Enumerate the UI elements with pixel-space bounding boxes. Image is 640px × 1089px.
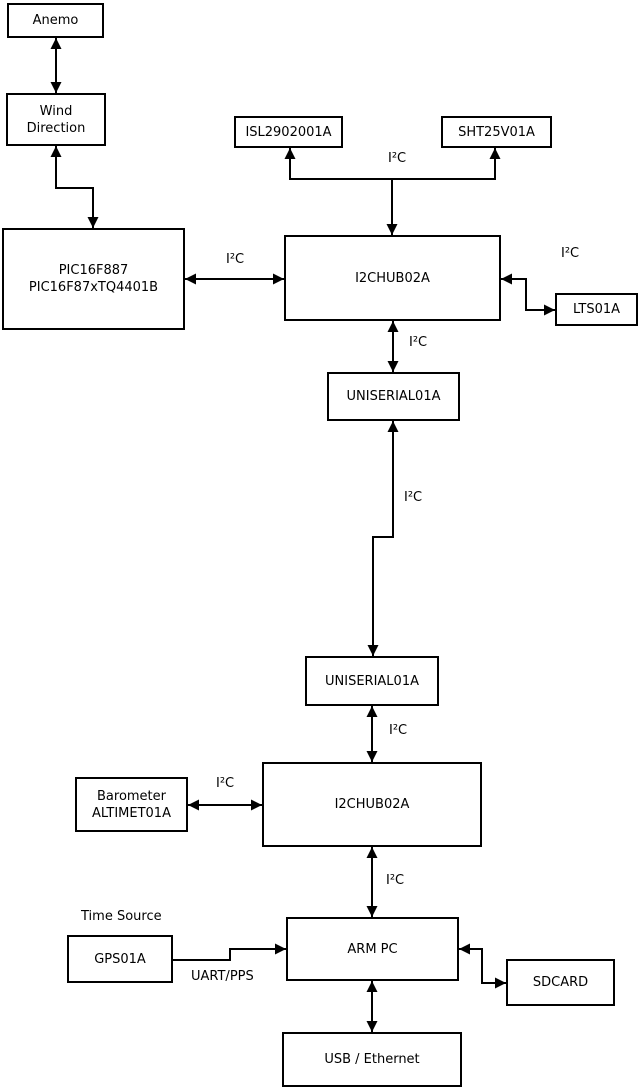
node-uniserial-bottom-label: UNISERIAL01A [325,673,419,689]
node-anemo-label: Anemo [32,13,79,28]
node-gps01a: GPS01A [67,935,173,983]
edge-label-i2c-pic-hub: I²C [226,252,245,267]
node-isl2902001a-label: ISL2902001A [245,124,332,140]
edge-label-uart-pps: UART/PPS [191,969,254,984]
node-i2chub-top: I2CHUB02A [284,235,501,321]
node-sdcard: SDCARD [506,959,615,1006]
node-barometer: Barometer ALTIMET01A [75,777,188,832]
node-arm-pc-label: ARM PC [347,941,398,957]
node-gps01a-label: GPS01A [94,951,146,967]
node-sdcard-label: SDCARD [532,975,589,990]
edge-label-i2c-bus-isl-sht: I²C [388,151,407,166]
node-sht25v01a: SHT25V01A [441,116,552,148]
node-uniserial-bottom: UNISERIAL01A [305,656,439,706]
node-lts01a-label: LTS01A [572,302,621,317]
edge-wind-direction-pic [50,146,99,228]
node-wind-direction-label: Wind Direction [26,103,86,136]
edge-label-i2c-hub-lts: I²C [561,246,580,261]
node-usb-ethernet: USB / Ethernet [282,1032,462,1087]
annotation-time-source: Time Source [81,909,162,924]
node-i2chub-top-label: I2CHUB02A [355,270,430,286]
node-arm-pc: ARM PC [286,917,459,981]
edge-i2chub-top-lts [501,273,555,316]
node-isl2902001a: ISL2902001A [234,116,343,148]
node-uniserial-top: UNISERIAL01A [327,372,460,421]
node-usb-ethernet-label: USB / Ethernet [324,1052,420,1067]
node-i2chub-bottom: I2CHUB02A [262,762,482,847]
node-wind-direction: Wind Direction [6,93,106,146]
node-pic-label: PIC16F887 PIC16F87xTQ4401B [28,263,159,295]
edge-label-i2c-hub-uniserial: I²C [409,335,428,350]
node-anemo: Anemo [7,3,104,38]
node-uniserial-top-label: UNISERIAL01A [346,389,441,404]
node-lts01a: LTS01A [555,293,638,326]
edge-label-i2c-hub2-armpc: I²C [386,873,405,888]
node-sht25v01a-label: SHT25V01A [458,124,535,140]
edge-label-i2c-uniserial-link: I²C [404,490,423,505]
node-i2chub-bottom-label: I2CHUB02A [334,797,410,812]
node-pic: PIC16F887 PIC16F87xTQ4401B [2,228,185,330]
edge-gps-armpc [173,943,286,961]
edge-label-i2c-uniserial-hub2: I²C [389,723,408,738]
edge-uniserial-top-uniserial-bottom [367,421,399,656]
edge-label-i2c-barometer-hub2: I²C [216,776,235,791]
node-barometer-label: Barometer ALTIMET01A [92,788,171,821]
edge-armpc-sdcard [459,943,506,989]
